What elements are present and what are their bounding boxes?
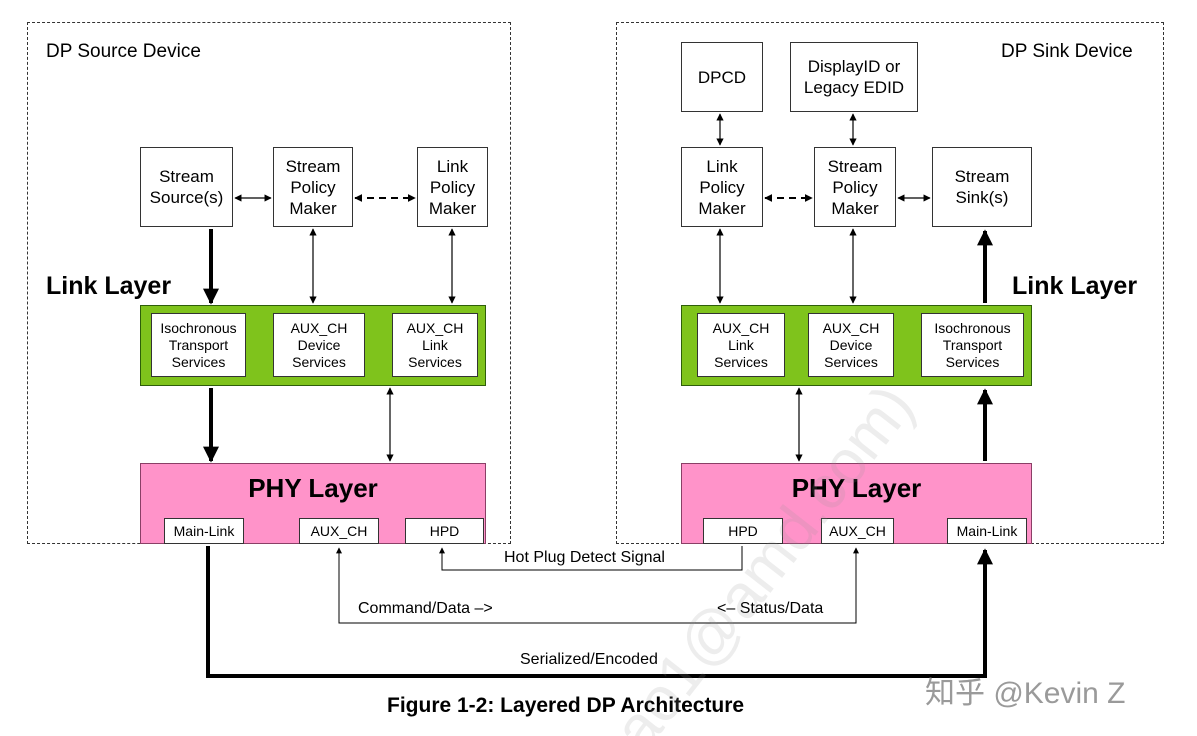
source-phy-title: PHY Layer — [248, 473, 378, 503]
figure-caption: Figure 1-2: Layered DP Architecture — [387, 694, 745, 717]
source-device-title: DP Source Device — [46, 41, 201, 62]
sink-dpcd-box: DPCD — [681, 42, 763, 112]
status-data-label: <– Status/Data — [715, 600, 826, 618]
source-link-layer-label: Link Layer — [46, 272, 172, 300]
serialized-encoded-label: Serialized/Encoded — [518, 651, 660, 669]
source-link-policy-box: Link Policy Maker — [417, 147, 488, 227]
sink-aux-ch-device-services: AUX_CH Device Services — [808, 313, 894, 377]
hot-plug-detect-wire — [439, 546, 743, 571]
sink-main-link-port: Main-Link — [947, 518, 1027, 544]
sink-stream-sink-box: Stream Sink(s) — [932, 147, 1032, 227]
sink-phy-title: PHY Layer — [791, 473, 922, 503]
main-link-wire — [206, 546, 993, 678]
source-stream-policy-box: Stream Policy Maker — [273, 147, 353, 227]
sink-link-policy-box: Link Policy Maker — [681, 147, 763, 227]
source-main-link-port: Main-Link — [164, 518, 244, 544]
sink-link-layer-label: Link Layer — [1012, 272, 1138, 300]
aux-ch-wire — [336, 547, 859, 624]
source-aux-ch-device-services: AUX_CH Device Services — [273, 313, 365, 377]
source-stream-source-box: Stream Source(s) — [140, 147, 233, 227]
hot-plug-detect-label: Hot Plug Detect Signal — [502, 549, 667, 567]
sink-stream-policy-box: Stream Policy Maker — [814, 147, 896, 227]
sink-edid-box: DisplayID or Legacy EDID — [790, 42, 918, 112]
sink-aux-ch-port: AUX_CH — [821, 518, 894, 544]
command-data-label: Command/Data –> — [356, 600, 495, 618]
source-aux-ch-port: AUX_CH — [299, 518, 379, 544]
source-aux-ch-link-services: AUX_CH Link Services — [392, 313, 478, 377]
source-hpd-port: HPD — [405, 518, 484, 544]
sink-device-title: DP Sink Device — [1001, 41, 1133, 62]
sink-hpd-port: HPD — [703, 518, 783, 544]
sink-aux-ch-link-services: AUX_CH Link Services — [697, 313, 785, 377]
source-isochronous-transport-services: Isochronous Transport Services — [151, 313, 246, 377]
zhihu-watermark: 知乎 @Kevin Z — [925, 677, 1126, 710]
sink-isochronous-transport-services: Isochronous Transport Services — [921, 313, 1024, 377]
